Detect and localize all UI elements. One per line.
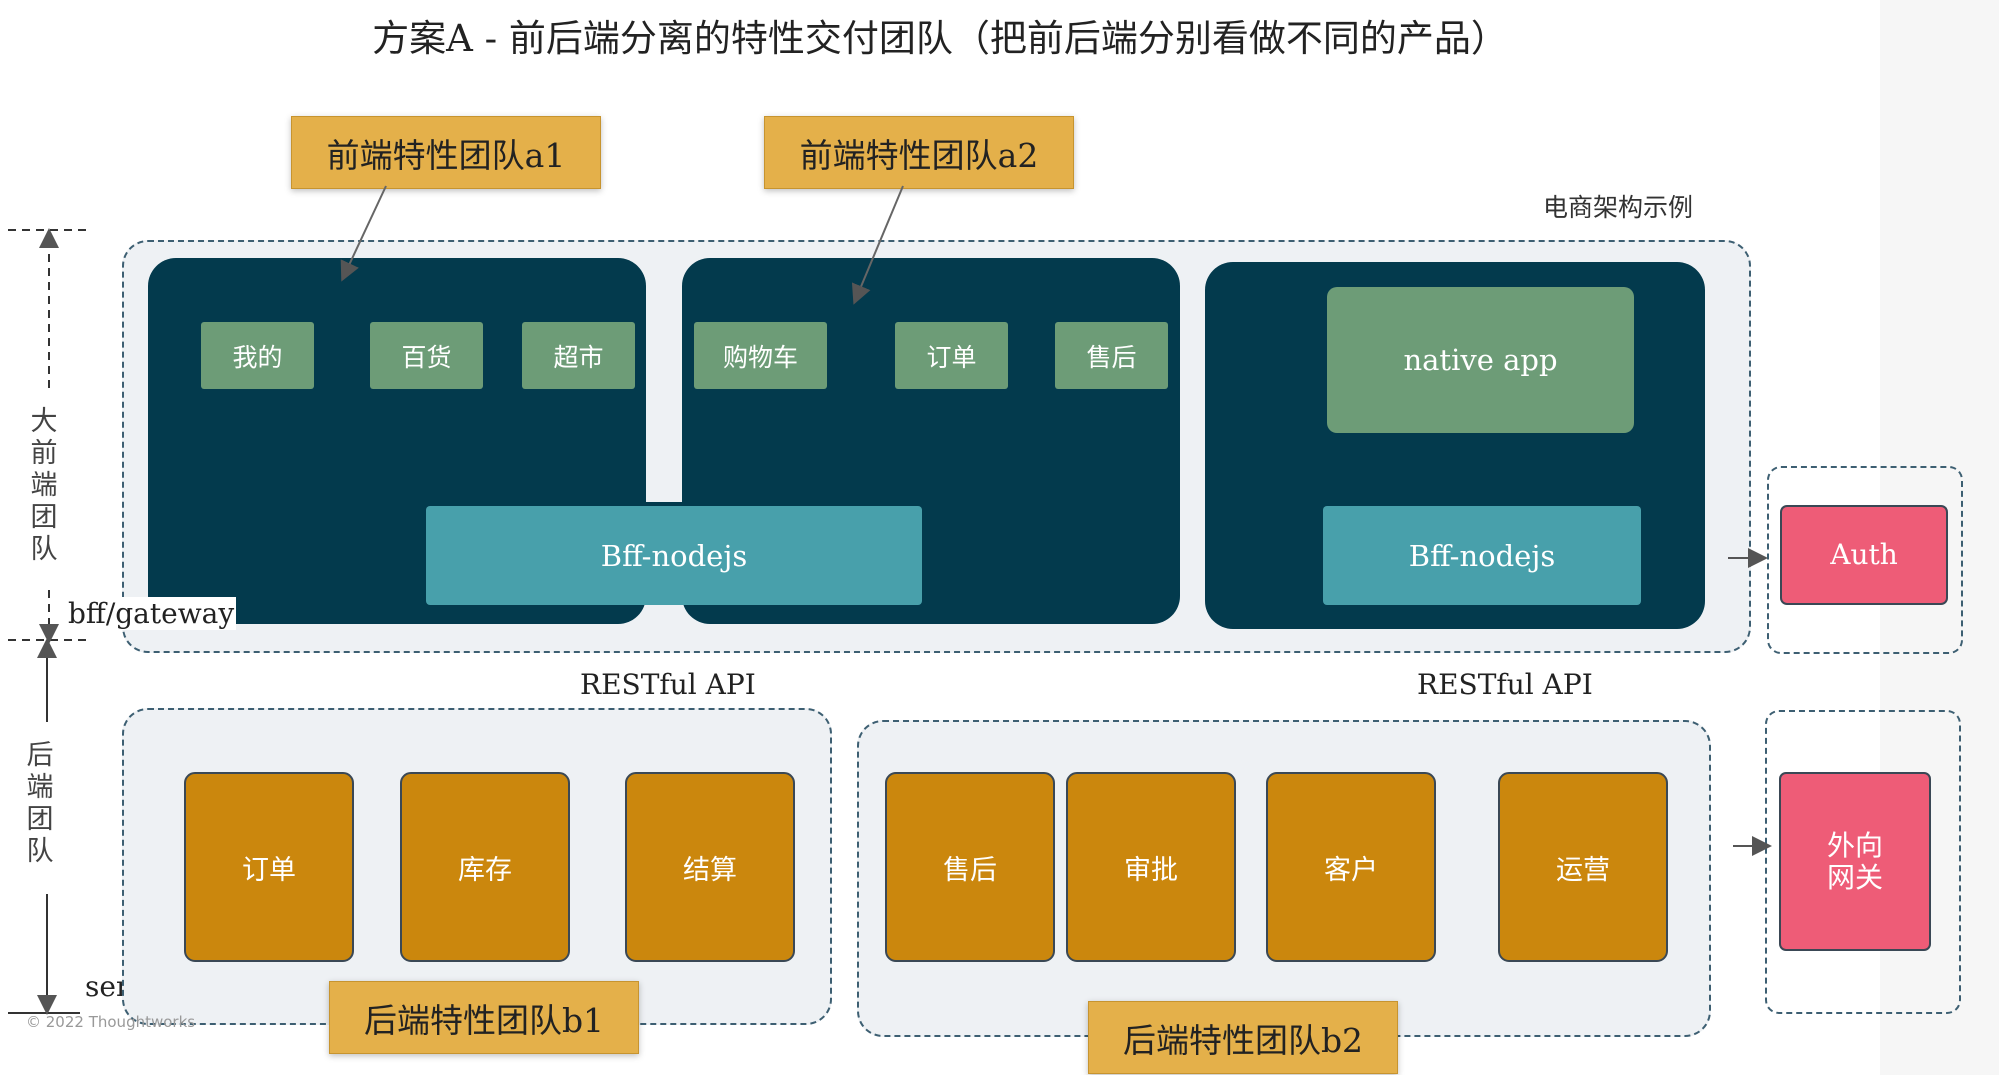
external-gateway-text: 外向 网关 bbox=[1826, 828, 1883, 894]
service-shouhou: 售后 bbox=[885, 772, 1055, 962]
module-gouwuche: 购物车 bbox=[694, 322, 827, 389]
gateway-dashed-frame bbox=[1765, 710, 1961, 1014]
frontend-team-a1: 前端特性团队a1 bbox=[291, 116, 601, 189]
bff-nodejs-shared: Bff-nodejs bbox=[426, 506, 922, 605]
pointer-a1 bbox=[340, 185, 387, 282]
service-kehu: 客户 bbox=[1266, 772, 1436, 962]
service-yunying: 运营 bbox=[1498, 772, 1668, 962]
backend-team-b1: 后端特性团队b1 bbox=[329, 981, 639, 1054]
service-dingdan: 订单 bbox=[184, 772, 354, 962]
backend-team-axis-label: 后端团队 bbox=[20, 740, 60, 868]
module-native-app: native app bbox=[1327, 287, 1634, 433]
external-gateway-box: 外向 网关 bbox=[1779, 772, 1931, 951]
module-baihuo: 百货 bbox=[370, 322, 483, 389]
page-title: 方案A - 前后端分离的特性交付团队（把前后端分别看做不同的产品） bbox=[372, 17, 1508, 60]
auth-box: Auth bbox=[1780, 505, 1948, 605]
bff-nodejs-native: Bff-nodejs bbox=[1323, 506, 1641, 605]
restful-api-label-left: RESTful API bbox=[580, 668, 756, 701]
module-chaoshi: 超市 bbox=[522, 322, 635, 389]
frontend-team-axis-text: 大前端团队 bbox=[30, 406, 58, 565]
module-dingdan: 订单 bbox=[895, 322, 1008, 389]
copyright-text: © 2022 Thoughtworks bbox=[26, 1013, 196, 1031]
service-jiesuan: 结算 bbox=[625, 772, 795, 962]
module-wode: 我的 bbox=[201, 322, 314, 389]
restful-api-label-right: RESTful API bbox=[1417, 668, 1593, 701]
service-shenpi: 审批 bbox=[1066, 772, 1236, 962]
pointer-a2 bbox=[851, 185, 904, 305]
bff-gateway-label: bff/gateway bbox=[66, 597, 237, 630]
auth-dashed-frame bbox=[1767, 466, 1963, 654]
backend-team-axis-text: 后端团队 bbox=[26, 740, 54, 867]
service-kucun: 库存 bbox=[400, 772, 570, 962]
module-shouhou: 售后 bbox=[1055, 322, 1168, 389]
frontend-team-axis-label: 大前端团队 bbox=[24, 406, 64, 566]
architecture-label: 电商架构示例 bbox=[1543, 193, 1694, 222]
backend-team-b2: 后端特性团队b2 bbox=[1088, 1001, 1398, 1074]
frontend-team-a2: 前端特性团队a2 bbox=[764, 116, 1074, 189]
